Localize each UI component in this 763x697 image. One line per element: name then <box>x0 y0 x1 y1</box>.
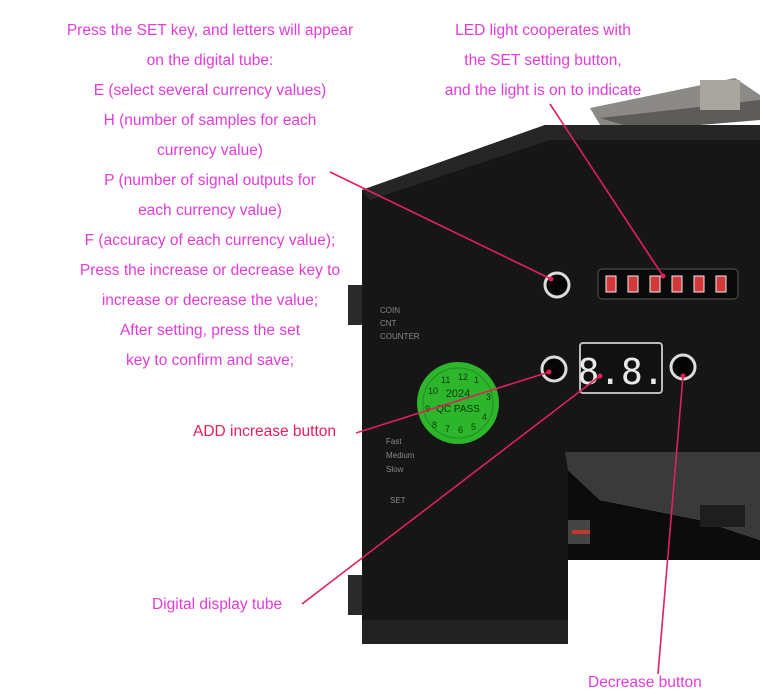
instruction-line: currency value) <box>157 142 263 159</box>
instruction-line: E (select several currency values) <box>93 82 327 99</box>
instruction-line: Press the increase or decrease key to <box>79 262 341 279</box>
switch-label-cnt: CNT <box>380 319 397 328</box>
qc-num: 6 <box>458 425 463 435</box>
speed-label-fast: Fast <box>386 437 402 446</box>
led-line: and the light is on to indicate <box>444 82 642 99</box>
leader-line-digital <box>301 375 601 605</box>
instruction-line: Press the SET key, and letters will appe… <box>66 22 354 39</box>
instruction-line: key to confirm and save; <box>126 352 294 369</box>
qc-num: 7 <box>445 424 450 434</box>
switch-label-counter: COUNTER <box>380 332 420 341</box>
led-indicator <box>671 275 683 293</box>
set-key-instructions: Press the SET key, and letters will appe… <box>20 16 400 376</box>
led-indicator <box>693 275 705 293</box>
qc-year: 2024 <box>446 388 470 400</box>
led-indicator <box>627 275 639 293</box>
qc-num: 4 <box>482 412 487 422</box>
instruction-line: increase or decrease the value; <box>101 292 319 309</box>
led-indicator <box>715 275 727 293</box>
qc-num: 3 <box>486 392 491 402</box>
qc-num: 8 <box>432 420 437 430</box>
display-digits: 8.8. <box>578 352 665 393</box>
speed-label-medium: Medium <box>386 451 415 460</box>
qc-num: 10 <box>428 386 438 396</box>
digital-tube-label: Digital display tube <box>152 596 283 613</box>
switch-labels: COIN CNT COUNTER Fast Medium Slow SET <box>380 306 420 505</box>
speed-label-slow: Slow <box>386 465 404 474</box>
metal-bracket <box>590 78 760 130</box>
qc-num: 9 <box>425 404 430 414</box>
instruction-line: After setting, press the set <box>119 322 301 339</box>
qc-pass-text: QC PASS <box>436 404 480 415</box>
led-description: LED light cooperates with the SET settin… <box>418 16 668 106</box>
add-button[interactable] <box>540 355 568 383</box>
instruction-line: P (number of signal outputs for <box>104 172 316 189</box>
qc-num: 1 <box>474 375 479 385</box>
device-body <box>348 125 760 644</box>
leader-line-add <box>355 371 550 434</box>
led-indicator <box>605 275 617 293</box>
instruction-line: F (accuracy of each currency value); <box>84 232 336 249</box>
led-strip <box>597 268 739 300</box>
add-button-label: ADD increase button <box>193 423 337 440</box>
instruction-line: H (number of samples for each <box>103 112 317 129</box>
leader-lines <box>301 103 684 675</box>
digital-display-tube: 8.8. <box>578 342 665 394</box>
qc-num: 11 <box>441 375 450 385</box>
qc-pass-sticker: 2024 QC PASS 11 12 1 10 3 9 8 7 6 5 4 <box>417 362 499 444</box>
instruction-line: on the digital tube: <box>146 52 274 69</box>
decrease-button-label: Decrease button <box>588 674 702 691</box>
qc-num: 5 <box>471 422 476 432</box>
leader-dots <box>546 273 686 379</box>
set-mini-label: SET <box>390 496 406 505</box>
instruction-line: each currency value) <box>138 202 282 219</box>
led-line: the SET setting button, <box>464 52 622 69</box>
leader-line-set <box>329 171 552 280</box>
set-button[interactable] <box>543 271 571 299</box>
leader-line-decrease <box>657 375 684 675</box>
qc-num: 12 <box>458 372 468 382</box>
led-indicator <box>649 275 661 293</box>
led-line: LED light cooperates with <box>455 22 631 39</box>
leader-line-led <box>549 103 664 277</box>
switch-label-coin: COIN <box>380 306 400 315</box>
